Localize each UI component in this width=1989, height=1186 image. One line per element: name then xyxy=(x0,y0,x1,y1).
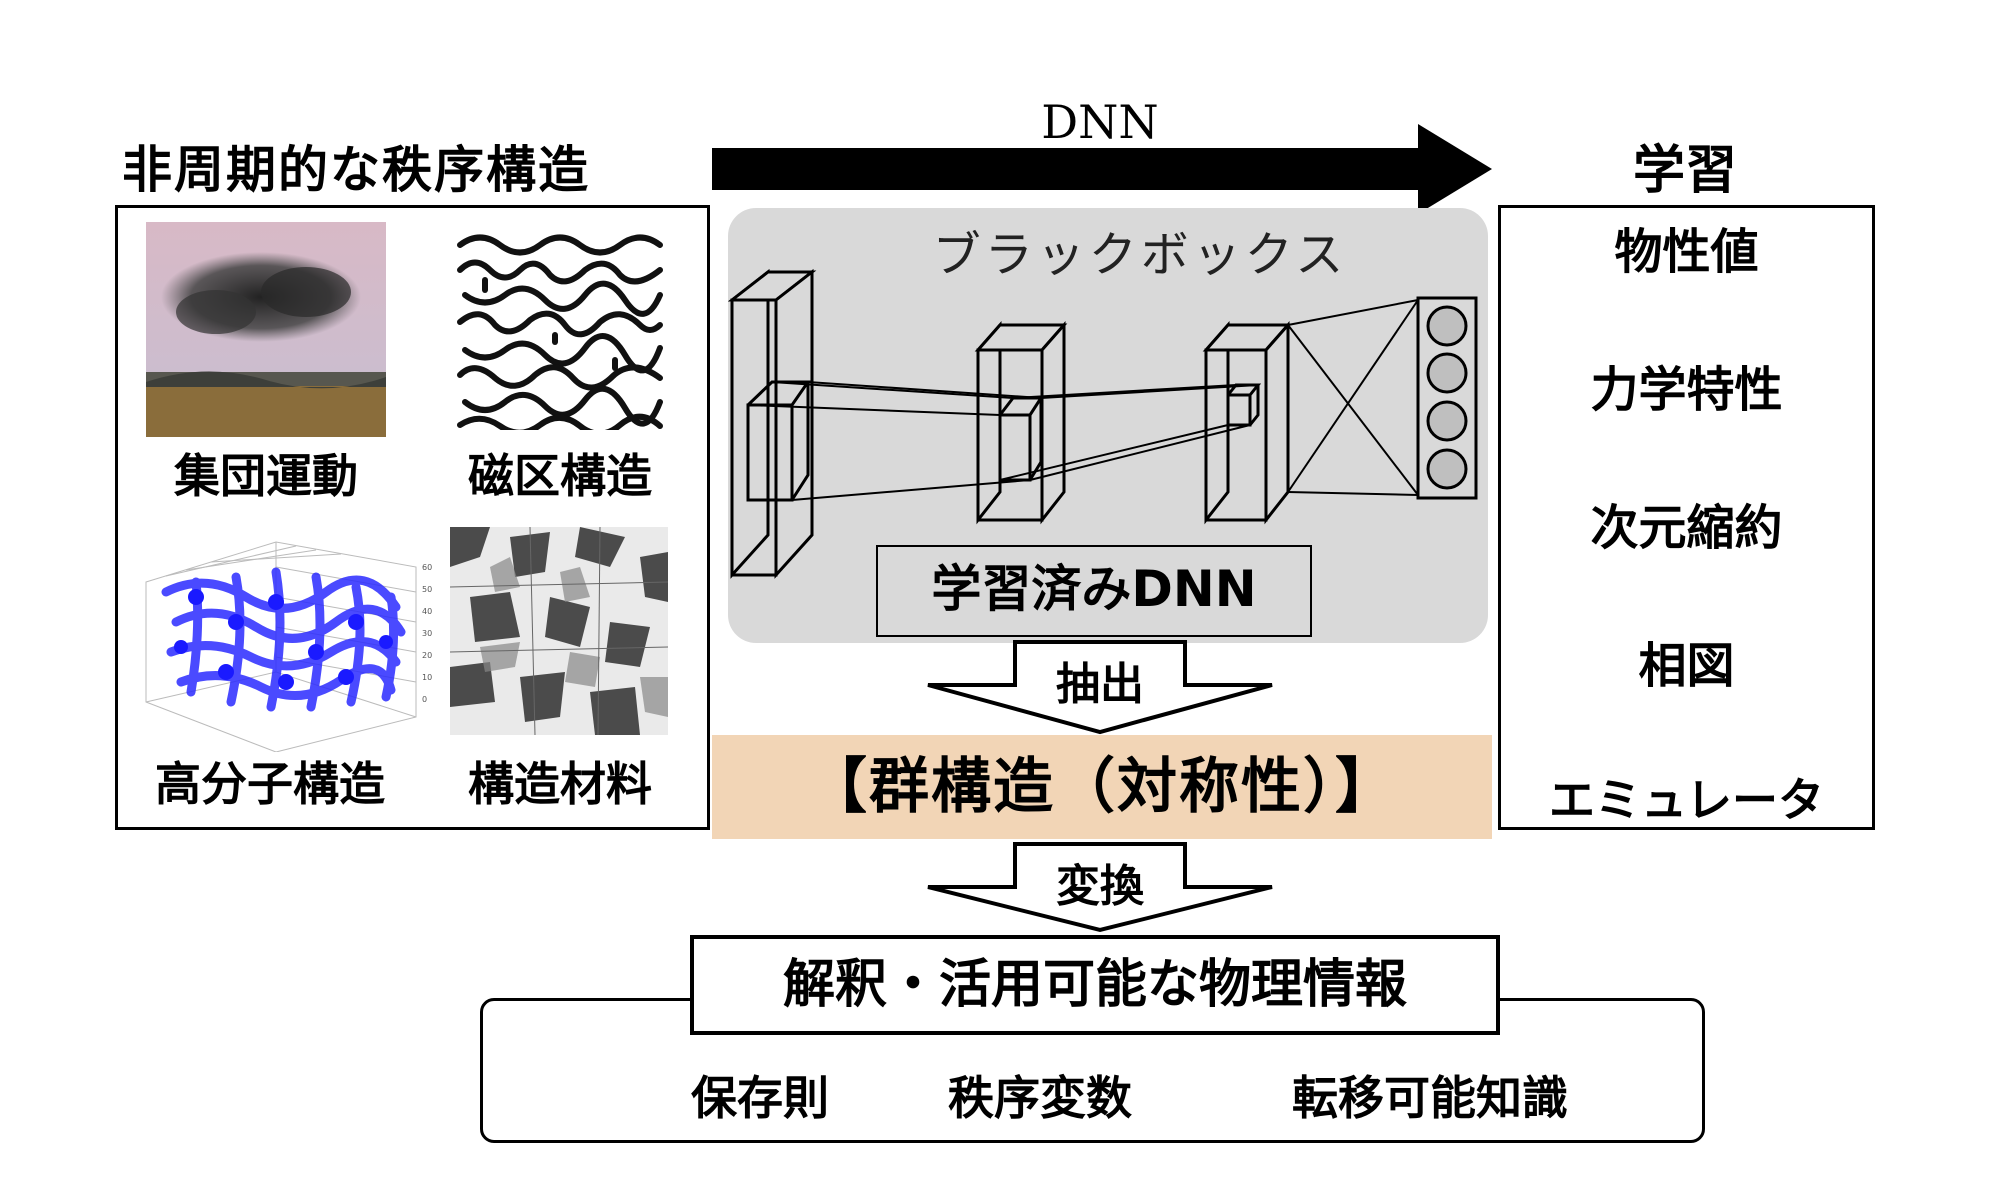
result-item: 秩序変数 xyxy=(948,1071,1132,1125)
left-title: 非周期的な秩序構造 xyxy=(122,141,590,199)
result-item: 保存則 xyxy=(691,1071,829,1125)
extract-label: 抽出 xyxy=(1056,659,1144,710)
polymer-3d-plot: 60 50 40 30 20 10 0 xyxy=(145,541,432,752)
results-title: 解釈・活用可能な物理情報 xyxy=(690,935,1500,1035)
magnetic-domain-pattern xyxy=(455,230,665,430)
svg-text:20: 20 xyxy=(422,651,432,660)
learning-target-item: 物性値 xyxy=(1614,224,1759,280)
flock-photo xyxy=(146,222,386,437)
dnn-arrow-label: DNN xyxy=(1041,95,1159,149)
right-title: 学習 xyxy=(1632,141,1737,201)
example-label-magnetic: 磁区構造 xyxy=(468,449,652,503)
learning-targets-box xyxy=(1498,205,1875,830)
transform-arrow xyxy=(927,842,1273,933)
blackbox-title: ブラックボックス xyxy=(932,227,1348,283)
svg-text:60: 60 xyxy=(422,563,432,572)
svg-text:30: 30 xyxy=(422,629,432,638)
trained-dnn-label: 学習済みDNN xyxy=(876,545,1312,637)
transform-label: 変換 xyxy=(1056,861,1144,912)
microstructure-image xyxy=(450,527,668,735)
learning-target-item: 次元縮約 xyxy=(1590,500,1783,556)
dnn-arrow xyxy=(712,124,1492,214)
group-structure-band: 【群構造（対称性）】 xyxy=(712,735,1492,839)
svg-text:0: 0 xyxy=(422,695,427,704)
svg-text:50: 50 xyxy=(422,585,432,594)
svg-text:10: 10 xyxy=(422,673,432,682)
extract-arrow xyxy=(927,640,1273,735)
svg-text:40: 40 xyxy=(422,607,432,616)
example-label-polymer: 高分子構造 xyxy=(155,757,385,811)
result-item: 転移可能知識 xyxy=(1292,1071,1568,1125)
learning-target-item: エミュレータ xyxy=(1548,773,1825,827)
example-label-flock: 集団運動 xyxy=(174,449,358,503)
cnn-diagram xyxy=(728,268,1478,579)
learning-target-item: 力学特性 xyxy=(1590,362,1783,418)
learning-target-item: 相図 xyxy=(1638,638,1735,694)
example-label-microstructure: 構造材料 xyxy=(468,757,652,811)
